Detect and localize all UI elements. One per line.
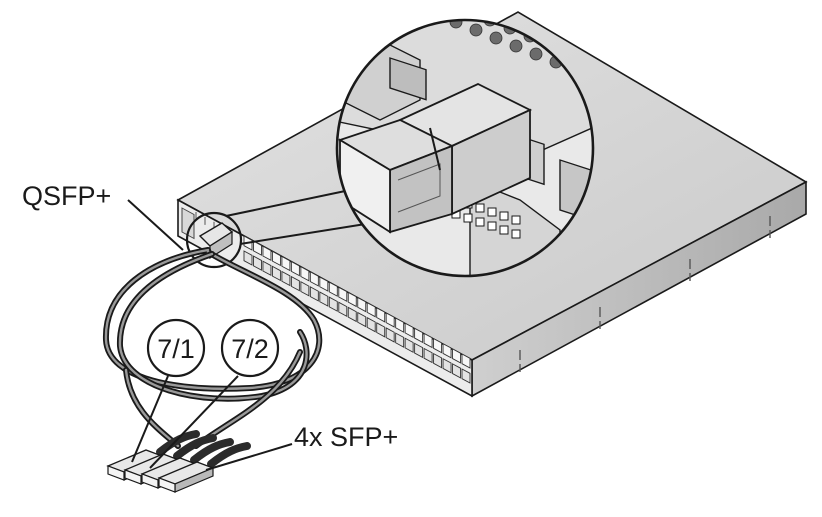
chassis-side-vents xyxy=(519,216,771,372)
front-port xyxy=(347,306,357,323)
sfp-label: 4x SFP+ xyxy=(294,422,398,452)
front-port xyxy=(376,307,386,323)
front-port xyxy=(338,301,348,318)
front-port xyxy=(319,291,329,307)
front-port xyxy=(385,327,395,343)
front-port xyxy=(404,337,414,353)
front-port xyxy=(347,291,357,308)
front-port xyxy=(262,245,272,262)
breakout-cable xyxy=(102,247,323,449)
front-port xyxy=(290,275,300,292)
zoom-callout xyxy=(335,18,595,278)
front-port xyxy=(433,352,443,369)
sfp-connector xyxy=(157,442,251,493)
front-port xyxy=(357,311,367,328)
front-port xyxy=(300,281,310,297)
sfp-leader-line xyxy=(205,443,293,471)
front-port xyxy=(281,255,291,272)
front-port xyxy=(433,337,443,354)
front-port xyxy=(319,276,329,292)
front-port xyxy=(262,260,272,277)
port-callout-leader-7-1 xyxy=(131,375,169,463)
front-port xyxy=(404,322,414,338)
front-port xyxy=(442,357,452,374)
port-callout-7-1: 7/1 xyxy=(146,318,206,378)
front-port xyxy=(338,286,348,303)
front-port xyxy=(290,260,300,277)
front-port xyxy=(423,332,433,349)
front-port xyxy=(414,327,424,344)
front-port xyxy=(309,286,319,302)
front-port xyxy=(452,363,461,379)
front-port xyxy=(461,353,471,369)
front-port xyxy=(395,317,405,333)
qsfp-leader-line xyxy=(127,199,184,251)
front-port xyxy=(357,296,367,313)
port-focus-circle xyxy=(185,211,243,269)
front-port xyxy=(461,368,471,384)
front-port xyxy=(271,265,281,282)
zoom-leader-line-bottom xyxy=(239,221,379,245)
port-callout-leader-7-2 xyxy=(149,375,239,469)
port-callout-7-2: 7/2 xyxy=(220,318,280,378)
front-port xyxy=(243,250,253,266)
front-port xyxy=(253,240,262,256)
front-port xyxy=(414,342,424,359)
zoom-leader-line-top xyxy=(225,189,351,217)
front-port xyxy=(452,348,461,364)
front-port xyxy=(385,312,395,328)
qsfp-label: QSFP+ xyxy=(22,181,111,211)
front-port xyxy=(300,266,310,282)
front-port xyxy=(253,255,262,271)
front-port xyxy=(309,271,319,287)
front-port xyxy=(376,322,386,338)
front-port xyxy=(442,342,452,359)
zoom-qsfp-module xyxy=(337,83,533,234)
front-port xyxy=(366,301,376,318)
front-port xyxy=(395,332,405,348)
front-port xyxy=(328,296,338,312)
front-port xyxy=(328,281,338,297)
front-port xyxy=(366,316,376,333)
front-port xyxy=(271,250,281,267)
port-callout-label-7-2: 7/2 xyxy=(231,334,269,364)
port-callout-label-7-1: 7/1 xyxy=(157,334,195,364)
front-port-grid xyxy=(195,212,471,384)
front-port xyxy=(423,347,433,364)
front-port xyxy=(281,270,291,287)
